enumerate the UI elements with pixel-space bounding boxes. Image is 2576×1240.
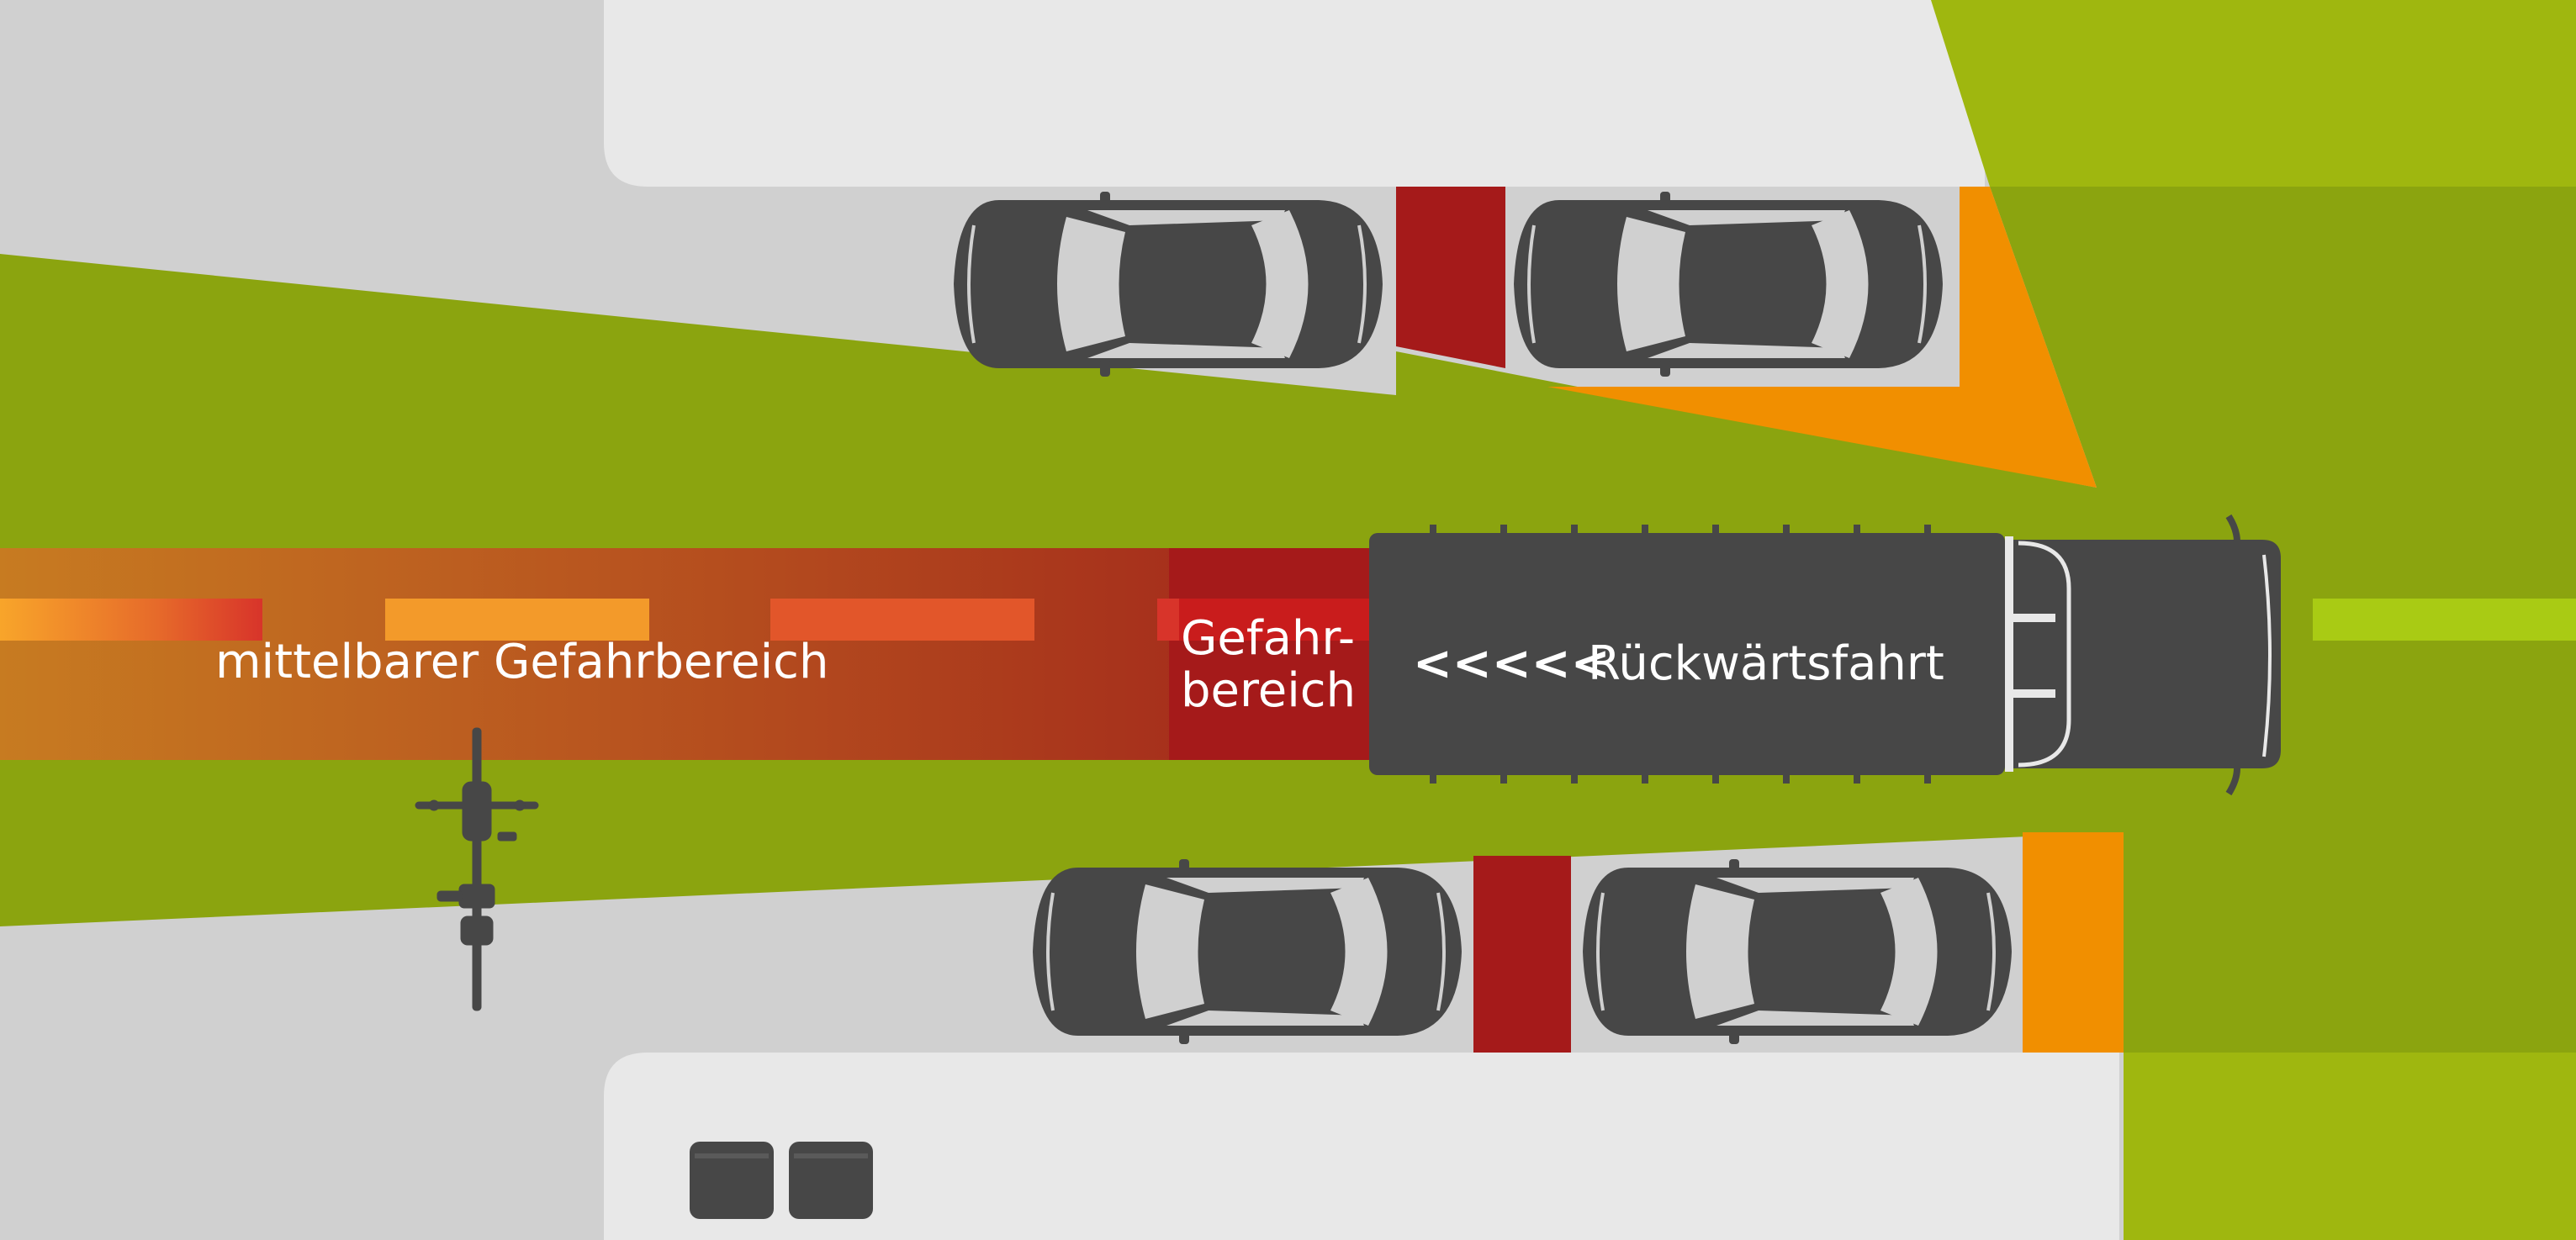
trash-bin-right-icon <box>789 1142 873 1219</box>
red-gap-bottom <box>1473 856 1571 1053</box>
direct-danger-zone <box>1169 548 1379 760</box>
indirect-danger-zone-label: mittelbarer Gefahrbereich <box>215 635 828 689</box>
lane-dashes <box>0 599 1179 641</box>
bicycle-icon <box>415 727 539 1011</box>
parked-car-top-left <box>952 190 1384 378</box>
sidewalk-bottom <box>604 1053 2119 1240</box>
parked-car-bottom-left <box>1031 857 1463 1046</box>
reverse-arrows: <<<<< <box>1413 636 1611 691</box>
parked-car-top-right <box>1512 190 1944 378</box>
parked-car-bottom-right <box>1581 857 2013 1046</box>
red-gap-top <box>1396 187 1505 368</box>
direct-danger-zone-highlight <box>1169 599 1379 641</box>
trash-bin-left-icon <box>690 1142 774 1219</box>
orange-zone-bottom <box>2023 832 2124 1053</box>
lane-dash-green <box>2313 599 2576 641</box>
orange-zone-top <box>1547 187 2097 488</box>
sidewalk-top <box>604 0 1985 187</box>
green-area-bottom-right <box>2124 1053 2576 1240</box>
indirect-danger-zone <box>0 548 1379 760</box>
danger-zone-label-line2: bereich <box>1181 663 1356 718</box>
reversing-truck <box>1369 514 2281 796</box>
danger-zone-label-line1: Gefahr- <box>1181 611 1355 666</box>
green-area-top-right <box>1931 0 2576 187</box>
reversing-label: Rückwärtsfahrt <box>1588 636 1944 691</box>
